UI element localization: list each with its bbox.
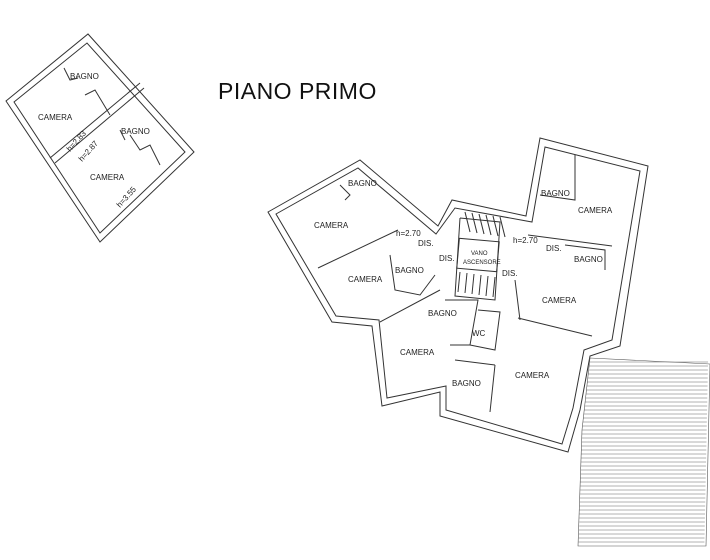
height-label: h=2.70 — [396, 229, 421, 238]
dis-label: DIS. — [418, 239, 434, 248]
room-label: CAMERA — [542, 296, 577, 305]
room-label: CAMERA — [578, 206, 613, 215]
room-label: CAMERA — [400, 348, 435, 357]
room-label: BAGNO — [452, 379, 481, 388]
room-label: CAMERA — [314, 221, 349, 230]
room-label: CAMERA — [90, 173, 125, 182]
main-plan-walls — [267, 137, 649, 453]
elevator-label: ASCENSORE — [463, 260, 501, 266]
dis-label: DIS. — [546, 244, 562, 253]
room-label: BAGNO — [574, 255, 603, 264]
stairs — [457, 211, 506, 298]
terrace-hatch — [577, 357, 710, 547]
left-plan-walls — [5, 33, 195, 243]
room-label: BAGNO — [395, 266, 424, 275]
room-label: CAMERA — [38, 113, 73, 122]
room-label: BAGNO — [541, 189, 570, 198]
height-label: h=2.70 — [513, 236, 538, 245]
room-label: CAMERA — [515, 371, 550, 380]
room-label: BAGNO — [70, 72, 99, 81]
room-label: BAGNO — [121, 127, 150, 136]
elevator-label: VANO — [471, 251, 488, 257]
room-label: BAGNO — [428, 309, 457, 318]
plan-title: PIANO PRIMO — [218, 78, 377, 104]
room-label: BAGNO — [348, 179, 377, 188]
room-label: CAMERA — [348, 275, 383, 284]
height-label: h=3.55 — [115, 185, 139, 210]
dis-label: DIS. — [439, 254, 455, 263]
room-label: WC — [472, 329, 486, 338]
dis-label: DIS. — [502, 269, 518, 278]
